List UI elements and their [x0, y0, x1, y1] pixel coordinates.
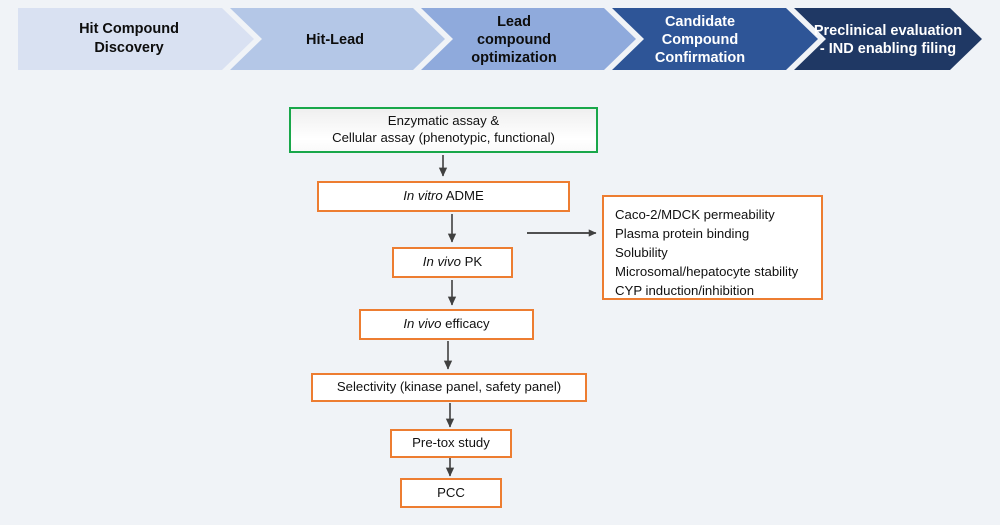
pcc-node[interactable]: PCC	[400, 478, 502, 508]
selectivity-node[interactable]: Selectivity (kinase panel, safety panel)	[311, 373, 587, 402]
stage-label-1-line-2: Discovery	[94, 40, 163, 56]
pk-italic-text: In vivo	[422, 254, 461, 270]
adme-detail-item-3: Solubility	[615, 245, 668, 260]
stage-chevron-hit-compound-discovery	[18, 8, 254, 70]
pretox-text: Pre-tox study	[412, 435, 490, 451]
assay-node-line-1: Enzymatic assay &	[387, 113, 500, 129]
adme-detail-item-2: Plasma protein binding	[615, 226, 750, 241]
stage-chevron-preclinical-evaluation	[794, 8, 982, 70]
stage-label-3-line-3: optimization	[471, 50, 556, 66]
stage-label-4-line-1: Candidate	[665, 14, 735, 30]
in-vivo-efficacy-node[interactable]: In vivo efficacy	[359, 309, 534, 340]
adme-detail-item-4: Microsomal/hepatocyte stability	[615, 264, 799, 279]
stage-label-2-line-1: Hit-Lead	[306, 32, 364, 48]
stage-label-5-line-1: Preclinical evaluation	[814, 23, 962, 39]
efficacy-italic-text: In vivo	[403, 316, 442, 332]
stage-label-4-line-2: Compound	[662, 32, 739, 48]
pre-tox-study-node[interactable]: Pre-tox study	[390, 429, 512, 458]
stage-chevron-candidate-compound-confirmation	[612, 8, 818, 70]
stage-label-3-line-2: compound	[477, 32, 551, 48]
adme-detail-item-5: CYP induction/inhibition	[615, 283, 755, 298]
adme-detail-item-1: Caco-2/MDCK permeability	[615, 207, 775, 222]
adme-details-box[interactable]: Caco-2/MDCK permeability Plasma protein …	[602, 195, 823, 300]
stage-chevron-lead-compound-optimization	[421, 8, 636, 70]
assay-node[interactable]: Enzymatic assay & Cellular assay (phenot…	[289, 107, 598, 153]
pk-rest-text: PK	[460, 254, 483, 270]
in-vitro-adme-node[interactable]: In vitro ADME	[317, 181, 570, 212]
stage-label-4-line-3: Confirmation	[655, 50, 745, 66]
adme-rest-text: ADME	[442, 188, 484, 204]
assay-node-line-2: Cellular assay (phenotypic, functional)	[332, 130, 555, 145]
stage-label-1-line-1: Hit Compound	[79, 21, 179, 37]
stage-label-5-line-2: - IND enabling filing	[820, 41, 956, 57]
in-vivo-pk-node[interactable]: In vivo PK	[392, 247, 513, 278]
adme-italic-text: In vitro	[403, 188, 443, 204]
stage-banner: Hit Compound Discovery Hit-Lead Lead com…	[0, 0, 1000, 80]
efficacy-rest-text: efficacy	[441, 316, 490, 332]
pcc-text: PCC	[437, 484, 465, 500]
stage-label-3-line-1: Lead	[497, 14, 531, 30]
selectivity-text: Selectivity (kinase panel, safety panel)	[336, 379, 562, 395]
stage-chevron-hit-lead	[230, 8, 445, 70]
